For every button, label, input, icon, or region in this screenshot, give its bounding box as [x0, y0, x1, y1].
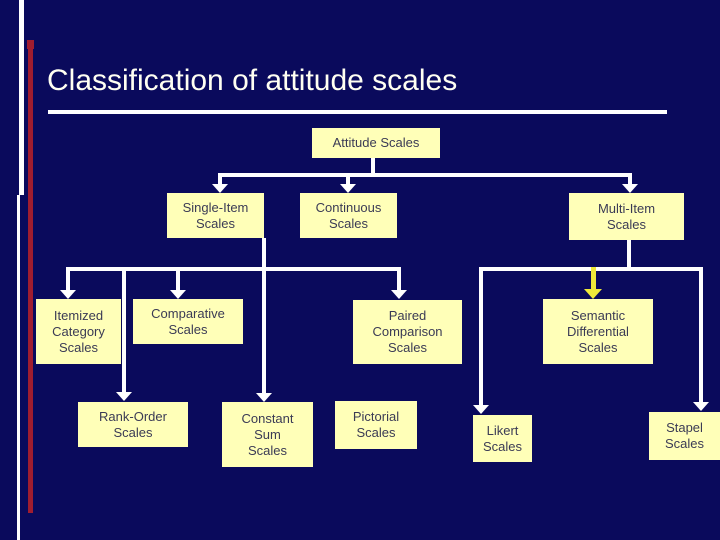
arrowhead-single-item: [212, 184, 228, 193]
node-stapel-scales: Stapel Scales: [649, 412, 720, 460]
node-constant-sum-scales: Constant Sum Scales: [222, 402, 313, 467]
node-likert-scales: Likert Scales: [473, 415, 532, 462]
connector-shaft-continuous: [346, 177, 350, 186]
left-white-rule-upper: [19, 0, 24, 195]
connector-shaft-paired: [397, 267, 401, 292]
node-semantic-differential-scales: Semantic Differential Scales: [543, 299, 653, 364]
node-pictorial-scales: Pictorial Scales: [335, 401, 417, 449]
connector-multiitem-stub: [627, 240, 631, 271]
connector-level1-hline: [218, 173, 632, 177]
node-comparative-scales: Comparative Scales: [133, 299, 243, 344]
node-attitude-scales: Attitude Scales: [312, 128, 440, 158]
connector-to-stapel: [699, 267, 703, 402]
node-single-item-scales: Single-Item Scales: [167, 193, 264, 238]
arrowhead-itemized-category: [60, 290, 76, 299]
arrowhead-paired-comparison: [391, 290, 407, 299]
arrowhead-stapel: [693, 402, 709, 411]
arrowhead-comparative: [170, 290, 186, 299]
node-itemized-category-scales: Itemized Category Scales: [36, 299, 121, 364]
connector-shaft-itemized: [66, 271, 70, 292]
connector-to-likert: [479, 267, 483, 405]
connector-shaft-comparative: [176, 271, 180, 292]
node-multi-item-scales: Multi-Item Scales: [569, 193, 684, 240]
node-continuous-scales: Continuous Scales: [300, 193, 397, 238]
page-title: Classification of attitude scales: [47, 64, 458, 97]
left-white-rule-lower: [17, 195, 20, 540]
connector-level2-left-hline: [66, 267, 401, 271]
arrowhead-multi-item: [622, 184, 638, 193]
arrowhead-rank-order: [116, 392, 132, 401]
connector-attitude-stub: [371, 158, 375, 177]
connector-to-rank-order: [122, 271, 126, 392]
node-rank-order-scales: Rank-Order Scales: [78, 402, 188, 447]
title-underline: [48, 110, 667, 114]
arrowhead-likert: [473, 405, 489, 414]
arrowhead-constant-sum: [256, 393, 272, 402]
connector-shaft-multi-item: [628, 177, 632, 186]
red-accent-bar: [28, 40, 33, 513]
connector-shaft-single-item: [218, 177, 222, 186]
node-paired-comparison-scales: Paired Comparison Scales: [353, 300, 462, 364]
connector-singleitem-to-constantsum: [262, 238, 266, 393]
connector-highlight-semantic: [591, 267, 596, 291]
arrowhead-semantic-highlight: [584, 289, 602, 299]
arrowhead-continuous: [340, 184, 356, 193]
